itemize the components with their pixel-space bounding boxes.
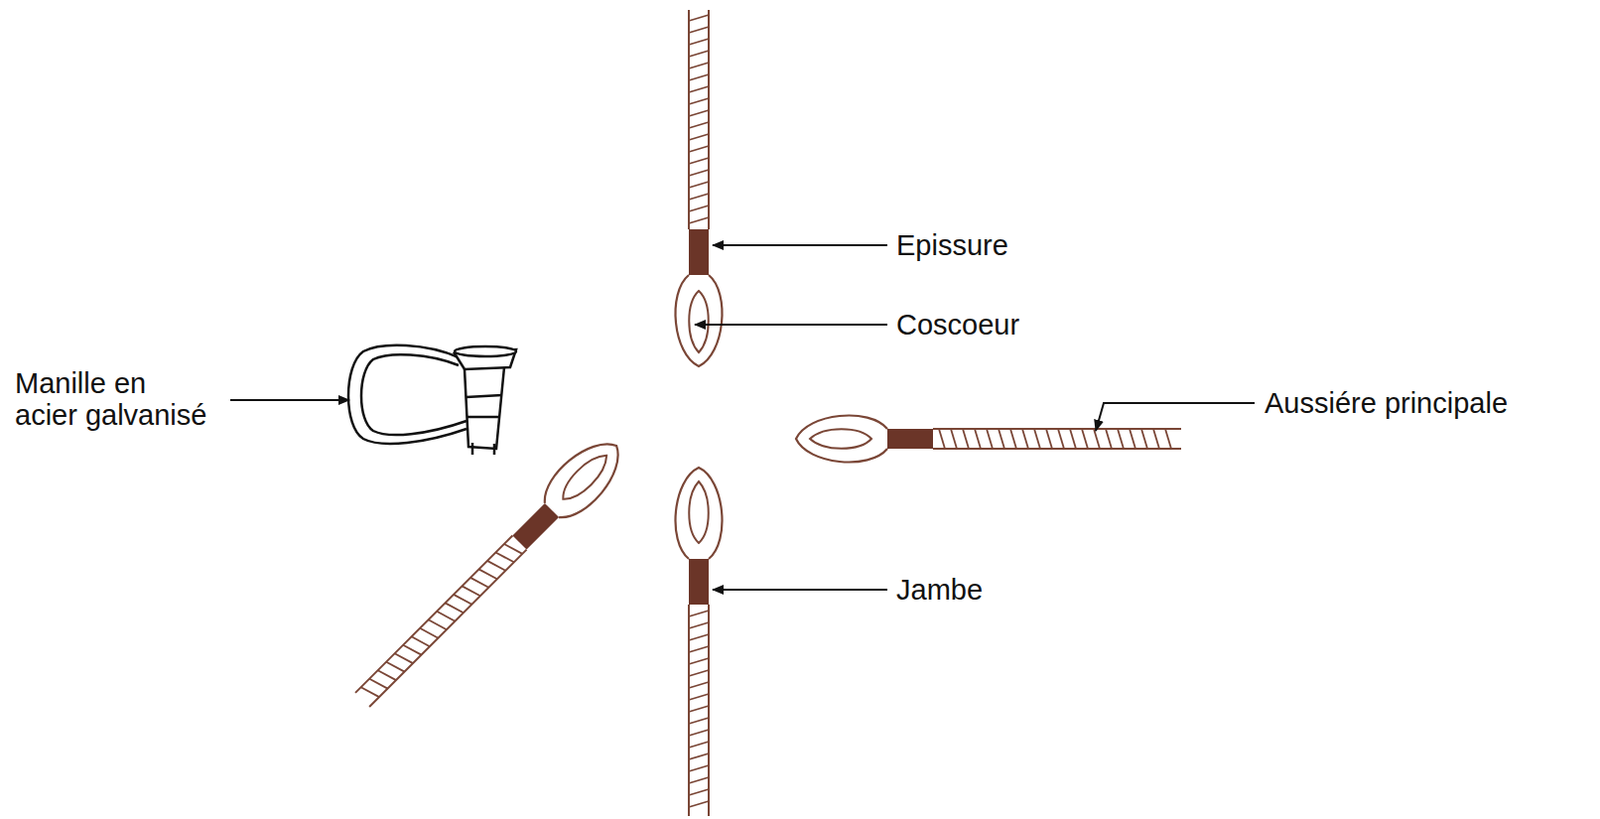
shackle-symbol: [348, 345, 517, 455]
rope-end: [675, 9, 723, 367]
part-label: Manille en acier galvanisé: [14, 367, 208, 431]
rope-end: [675, 467, 723, 816]
rope-end: [345, 428, 633, 716]
rope-end: [796, 415, 1182, 463]
part-label: Coscoeur: [896, 308, 1020, 341]
leader-lines: [230, 245, 1255, 590]
part-label: Aussiére principale: [1264, 387, 1508, 419]
part-label: Jambe: [896, 573, 983, 606]
part-label: Epissure: [896, 229, 1009, 262]
